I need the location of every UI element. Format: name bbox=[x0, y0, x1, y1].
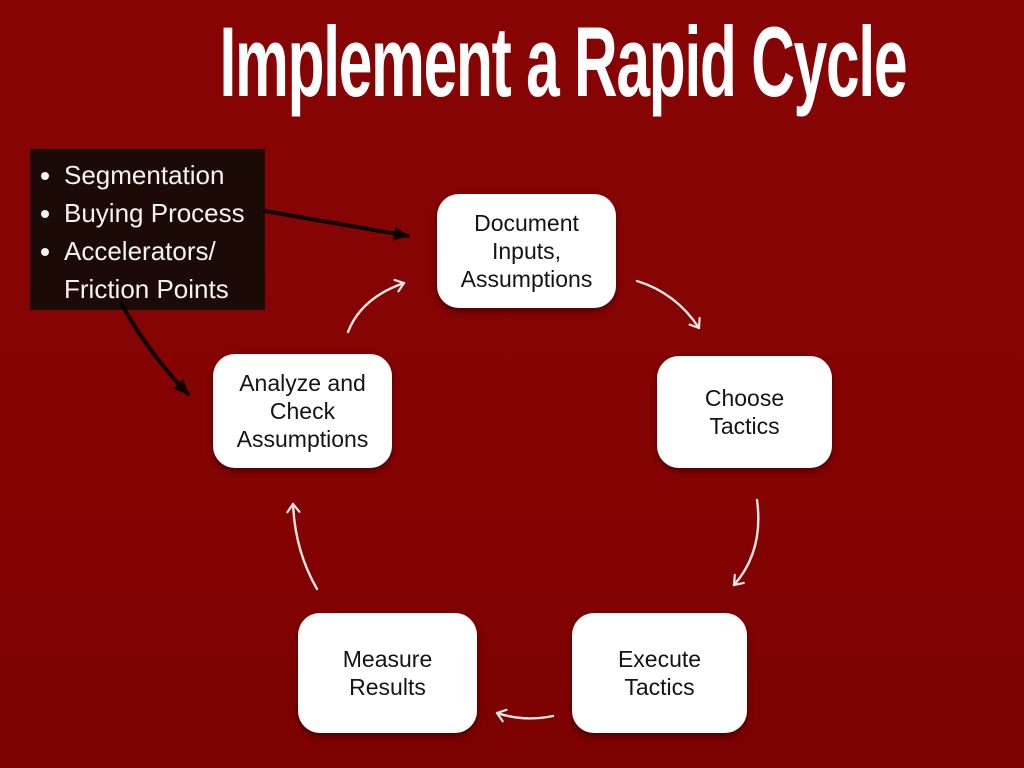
arrow-execute-to-measure bbox=[495, 708, 555, 723]
arrow-measure-to-analyze bbox=[286, 502, 319, 591]
cycle-node-measure-results: Measure Results bbox=[298, 613, 477, 733]
callout-bullet: Accelerators/ Friction Points bbox=[64, 232, 259, 308]
callout-bullet-list: Segmentation Buying Process Accelerators… bbox=[34, 156, 259, 308]
cycle-node-document-inputs: Document Inputs, Assumptions bbox=[437, 194, 616, 308]
arrow-document-to-choose bbox=[635, 279, 701, 330]
arrow-analyze-to-document bbox=[346, 278, 406, 334]
slide-title: Implement a Rapid Cycle bbox=[0, 6, 1024, 117]
callout-bullet: Buying Process bbox=[64, 194, 259, 232]
slide-title-text: Implement a Rapid Cycle bbox=[219, 6, 908, 117]
callout-box: Segmentation Buying Process Accelerators… bbox=[30, 149, 265, 310]
arrow-callout-to-analyze bbox=[119, 301, 190, 396]
arrow-choose-to-execute bbox=[732, 498, 760, 587]
cycle-node-execute-tactics: Execute Tactics bbox=[572, 613, 747, 733]
arrow-callout-to-document bbox=[263, 209, 410, 241]
cycle-node-choose-tactics: Choose Tactics bbox=[657, 356, 832, 468]
cycle-node-analyze-check: Analyze and Check Assumptions bbox=[213, 354, 392, 468]
callout-bullet: Segmentation bbox=[64, 156, 259, 194]
